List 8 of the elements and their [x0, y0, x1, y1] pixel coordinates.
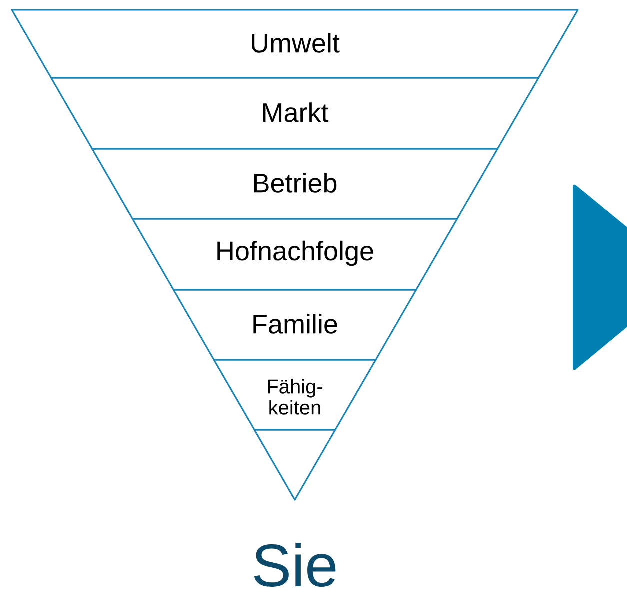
funnel-tip	[254, 429, 336, 501]
funnel-band: Fähig-keiten	[213, 359, 377, 431]
funnel-band: Familie	[172, 289, 418, 361]
caption-text: Sie	[254, 542, 336, 588]
funnel-band: Hofnachfolge	[132, 218, 458, 291]
funnel-band: Markt	[50, 77, 540, 150]
funnel-band: Betrieb	[92, 148, 498, 220]
funnel-band: Umwelt	[11, 9, 579, 79]
